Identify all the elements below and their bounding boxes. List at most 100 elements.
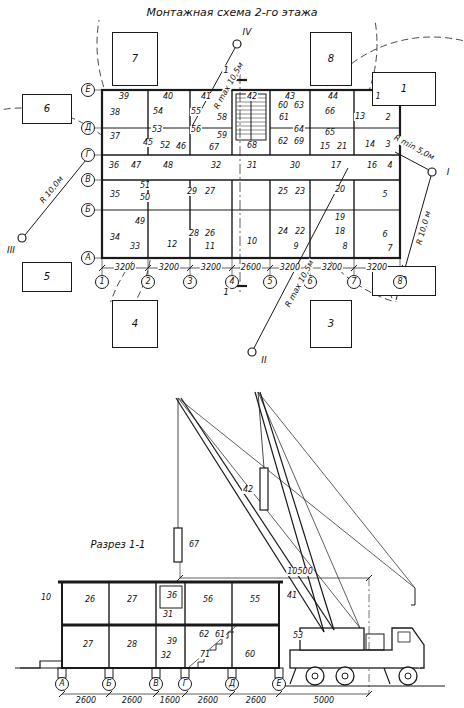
axis-bubble: А — [81, 251, 95, 265]
crane-boom — [260, 392, 334, 630]
callout-number: 62 — [277, 138, 289, 146]
area-number: 6 — [44, 104, 50, 114]
callout-number: 25 — [277, 188, 289, 196]
boom-rope — [178, 398, 360, 628]
axis-line — [148, 258, 149, 275]
crane-house — [300, 628, 364, 650]
crane-axis — [369, 578, 370, 694]
cross-wall — [353, 90, 354, 155]
dimension: 2600 — [245, 697, 267, 705]
storage-area: 7 — [112, 32, 158, 86]
stair-step — [236, 114, 266, 115]
stair-line — [188, 626, 236, 668]
callout-number: 28 — [188, 230, 200, 238]
callout-number: 15 — [319, 143, 331, 151]
dimension: 1600 — [159, 697, 181, 705]
callout-number: 35 — [109, 191, 121, 199]
callout-number: 65 — [324, 129, 336, 137]
section-wall — [108, 582, 109, 668]
axis-bubble: 3 — [183, 275, 197, 289]
outrigger — [384, 668, 390, 684]
dimension: 3200 — [279, 264, 301, 272]
callout-number: 49 — [134, 218, 146, 226]
axis-letter: В — [153, 680, 159, 688]
radius-label: R 10,0 м — [415, 209, 433, 246]
area-number: 5 — [44, 272, 50, 282]
callout-number: 55 — [249, 596, 261, 604]
boom-radius — [25, 155, 90, 235]
axis-line — [190, 258, 191, 275]
callout-number: 41 — [200, 93, 212, 101]
callout-number: 6 — [381, 231, 388, 239]
callout-number: 60 — [244, 651, 256, 659]
axis-line — [95, 258, 102, 259]
callout-number: 42 — [246, 93, 258, 101]
callout-number: 46 — [175, 143, 187, 151]
dimension-tick — [229, 691, 235, 697]
boom-rope — [258, 392, 360, 628]
cross-wall — [231, 90, 232, 155]
storage-area: 6 — [22, 94, 72, 124]
callout-number: 31 — [246, 162, 258, 170]
area-number: 1 — [401, 84, 407, 94]
callout-number: 58 — [216, 114, 228, 122]
callout-number: 36 — [108, 162, 120, 170]
outrigger — [290, 668, 296, 684]
callout-number: 66 — [324, 108, 336, 116]
callout-number: 27 — [82, 641, 94, 649]
callout-number: 3 — [384, 141, 391, 149]
axis-letter: А — [59, 680, 64, 688]
partition — [102, 210, 400, 211]
callout-number: 24 — [277, 228, 289, 236]
axis-bubble: Б — [102, 677, 116, 691]
cross-wall — [269, 180, 270, 258]
section-mark-label: 1 — [222, 288, 230, 297]
callout-number: 23 — [294, 188, 306, 196]
callout-number: 45 — [142, 139, 154, 147]
callout-number: 26 — [204, 230, 216, 238]
callout-number: 63 — [293, 102, 305, 110]
boom-rope — [178, 398, 415, 588]
callout-number: 1 — [374, 93, 381, 101]
section-wall — [155, 582, 156, 668]
entrance-step — [20, 661, 62, 668]
axis-bubble: 8 — [393, 275, 407, 289]
callout-number: 48 — [162, 162, 174, 170]
wheel-hub — [342, 673, 348, 679]
axis-letter: 7 — [351, 278, 356, 286]
ground-line — [279, 685, 445, 686]
callout-number: 37 — [109, 133, 121, 141]
dimension-tick — [182, 691, 188, 697]
dimension-tick — [145, 265, 151, 271]
stair-step — [236, 130, 266, 131]
stair-step — [236, 110, 266, 111]
dimension: 2600 — [121, 697, 143, 705]
callout-number: 33 — [129, 243, 141, 251]
callout-number: 29 — [186, 188, 198, 196]
dimension-tick — [59, 691, 65, 697]
wheel-hub — [405, 673, 411, 679]
callout-number: 27 — [204, 188, 216, 196]
callout-number: 56 — [190, 126, 202, 134]
cross-wall — [309, 90, 310, 155]
dimension-tick — [351, 265, 357, 271]
axis-bubble: В — [149, 677, 163, 691]
callout-number: 55 — [190, 108, 202, 116]
callout-number: 43 — [284, 93, 296, 101]
axis-bubble: 2 — [141, 275, 155, 289]
callout-number: 10 — [246, 238, 258, 246]
callout-number: 26 — [84, 596, 96, 604]
hook-rope — [178, 398, 179, 528]
section-outline — [62, 582, 279, 668]
axis-bubble: Г — [178, 677, 192, 691]
callout-number: 14 — [364, 141, 376, 149]
storage-area: 4 — [112, 300, 158, 348]
callout-number: 61 — [214, 631, 226, 639]
callout-number: 34 — [109, 234, 121, 242]
callout-number: 61 — [278, 114, 290, 122]
callout-number: 39 — [166, 638, 178, 646]
callout-number: 53 — [292, 632, 304, 640]
callout-number: 12 — [166, 241, 178, 249]
callout-number: 50 — [139, 194, 151, 202]
axis-letter: А — [85, 254, 90, 262]
